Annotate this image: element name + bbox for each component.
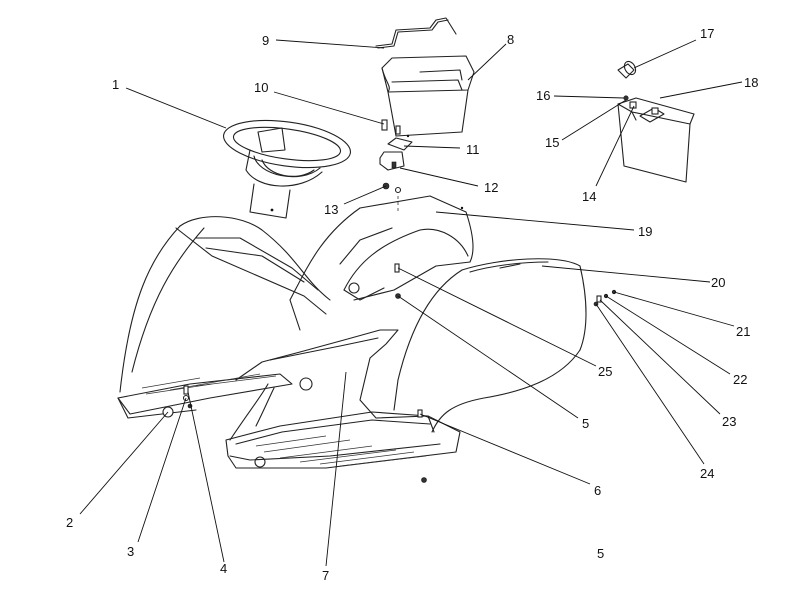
callout-21: 21	[736, 324, 750, 339]
callout-14: 14	[582, 189, 596, 204]
callout-11: 11	[466, 142, 480, 157]
callout-7: 7	[322, 568, 329, 583]
callout-15: 15	[545, 135, 559, 150]
callout-10: 10	[254, 80, 268, 95]
seat-box	[381, 55, 475, 137]
callout-22: 22	[733, 372, 747, 387]
callout-5b: 5	[597, 546, 604, 561]
callout-17: 17	[700, 26, 714, 41]
callout-9: 9	[262, 33, 269, 48]
seat-latch-hardware	[379, 119, 413, 214]
callout-16: 16	[536, 88, 550, 103]
callout-19: 19	[638, 224, 652, 239]
callout-4: 4	[220, 561, 227, 576]
callout-labels: 1 2 3 4 5 5 6 7 8 9 10 11 12 13 14 15 16…	[66, 26, 758, 583]
upper-body	[119, 195, 474, 393]
callout-24: 24	[700, 466, 714, 481]
callout-18: 18	[744, 75, 758, 90]
callout-12: 12	[484, 180, 498, 195]
hardware-bolts	[162, 134, 617, 483]
callout-2: 2	[66, 515, 73, 530]
callout-25: 25	[598, 364, 612, 379]
battery	[617, 95, 695, 183]
callout-1: 1	[112, 77, 119, 92]
rear-fender	[393, 258, 587, 433]
seat-rod	[375, 17, 457, 49]
leader-lines	[79, 39, 743, 567]
steering-wheel	[222, 119, 352, 219]
floor-pan	[117, 282, 461, 469]
callout-5a: 5	[582, 416, 589, 431]
callout-23: 23	[722, 414, 736, 429]
callout-8: 8	[507, 32, 514, 47]
callout-20: 20	[711, 275, 725, 290]
callout-13: 13	[324, 202, 338, 217]
callout-6: 6	[594, 483, 601, 498]
callout-3: 3	[127, 544, 134, 559]
battery-terminal-boot	[617, 60, 637, 79]
